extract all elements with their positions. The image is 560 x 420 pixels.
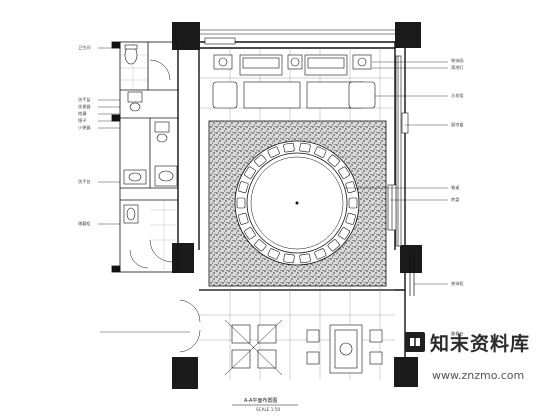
dining-chairs [236,142,358,264]
dining-chair [345,181,356,194]
round-dining-table [234,140,360,266]
svg-text:沙发组: 沙发组 [451,92,464,99]
columns [172,22,422,389]
svg-text:储藏柜: 储藏柜 [78,220,91,227]
right-side-cabinet [387,55,409,247]
dining-chair [314,248,327,260]
restroom-tiles [120,42,178,270]
svg-text:洗手台: 洗手台 [78,178,91,185]
dining-chair [327,154,340,167]
svg-text:小便器: 小便器 [78,124,91,131]
dining-chair [338,166,350,179]
svg-text:镜子: 镜子 [78,117,86,124]
sofa-group [212,54,376,109]
dining-chair [314,146,327,158]
dining-chair [254,239,267,252]
svg-text:落地灯: 落地灯 [451,64,464,71]
dining-chair [238,181,249,194]
svg-text:地漏: 地漏 [78,110,86,117]
svg-text:餐桌: 餐桌 [451,184,460,191]
labels-left: 卫生间 洗手盆 坐便器 地漏 镜子 小便器 洗手台 储藏柜 [78,44,91,227]
svg-text:A-A平面布置图: A-A平面布置图 [244,397,277,404]
svg-text:备餐台: 备餐台 [451,330,464,337]
door-swings [129,59,201,353]
svg-text:卫生间: 卫生间 [78,44,91,51]
dining-chair [267,248,280,260]
svg-text:装饰画: 装饰画 [451,57,464,64]
restroom-block [111,41,179,273]
lower-dining-set [231,324,383,374]
labels-right: 装饰画 落地灯 沙发组 窗帘盒 餐桌 转盘 装饰柜 备餐台 [451,57,464,337]
dining-chair [254,154,267,167]
dining-chair [299,253,311,264]
watermark-url: www.znzmo.com [432,369,524,382]
label-leaders [98,47,448,333]
dining-chair [238,212,249,225]
dining-chair [283,142,295,153]
dining-chair [283,253,295,264]
watermark: 知末资料库 www.znzmo.com [405,332,530,382]
watermark-logo-icon [405,332,425,352]
svg-text:转盘: 转盘 [451,196,459,203]
drawing-title: A-A平面布置图 SCALE 1:50 [232,397,298,412]
svg-text:装饰柜: 装饰柜 [451,280,464,287]
svg-text:SCALE 1:50: SCALE 1:50 [256,407,280,412]
dining-chair [244,166,256,179]
turntable [295,201,299,205]
dining-chair [327,239,340,252]
dining-chair [348,197,358,209]
dining-chair [267,146,280,158]
dining-chair [338,227,350,240]
lower-chairs-x [224,319,283,376]
top-window-band [200,29,395,45]
dining-chair [299,142,311,153]
dining-chair [236,197,246,209]
dining-chair [345,212,356,225]
svg-text:窗帘盒: 窗帘盒 [451,121,464,128]
watermark-brand: 知末资料库 [430,332,530,355]
svg-text:洗手盆: 洗手盆 [78,96,91,103]
svg-text:坐便器: 坐便器 [78,103,91,110]
right-partition [409,250,415,296]
dining-chair [244,227,256,240]
sanitary-fixtures [123,44,178,224]
